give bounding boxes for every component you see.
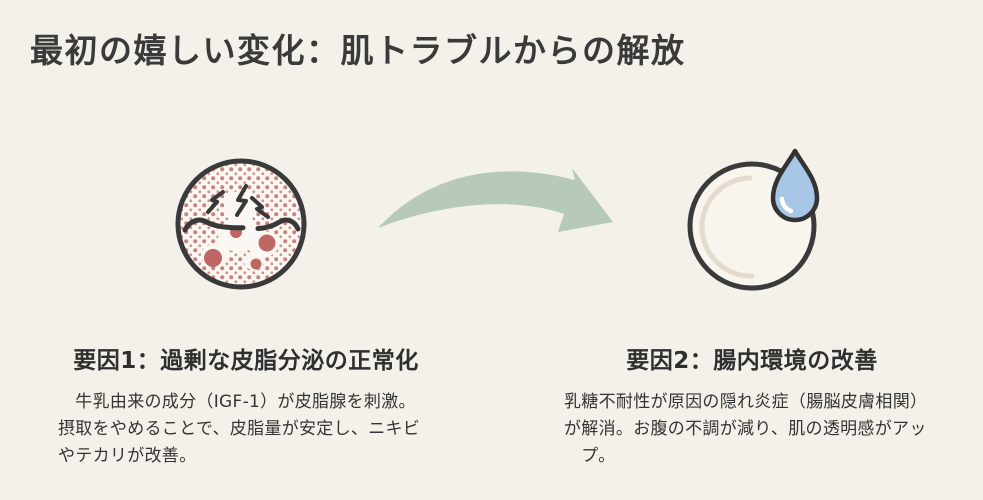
transition-arrow xyxy=(376,156,618,246)
factor-2-heading: 要因2：腸内環境の改善 xyxy=(626,348,878,374)
factor-1-section: 要因1：過剰な皮脂分泌の正常化 牛乳由来の成分（IGF-1）が皮脂腺を刺激。 摂… xyxy=(58,341,434,470)
factor-2-section: 要因2：腸内環境の改善 乳糖不耐性が原因の隠れ炎症（腸脳皮膚相関） が解消。お腹… xyxy=(564,341,940,470)
factor-1-heading: 要因1：過剰な皮脂分泌の正常化 xyxy=(73,348,419,374)
troubled-skin-illustration xyxy=(166,149,316,303)
closed-eyes-icon xyxy=(182,217,301,233)
inner-shine-arc xyxy=(699,175,755,279)
water-droplet-icon xyxy=(770,148,820,223)
clear-skin-droplet-icon xyxy=(687,148,820,291)
curved-arrow-right-icon xyxy=(378,168,613,232)
clear-skin-illustration xyxy=(677,147,827,301)
page-title: 最初の嬉しい変化：肌トラブルからの解放 xyxy=(30,31,686,70)
factor-2-body: 乳糖不耐性が原因の隠れ炎症（腸脳皮膚相関） が解消。お腹の不調が減り、肌の透明感… xyxy=(564,392,928,466)
factor-1-body: 牛乳由来の成分（IGF-1）が皮脂腺を刺激。 摂取をやめることで、皮脂量が安定し… xyxy=(58,392,421,466)
stress-bolts-icon xyxy=(206,184,270,219)
troubled-skin-face-icon xyxy=(175,158,307,290)
